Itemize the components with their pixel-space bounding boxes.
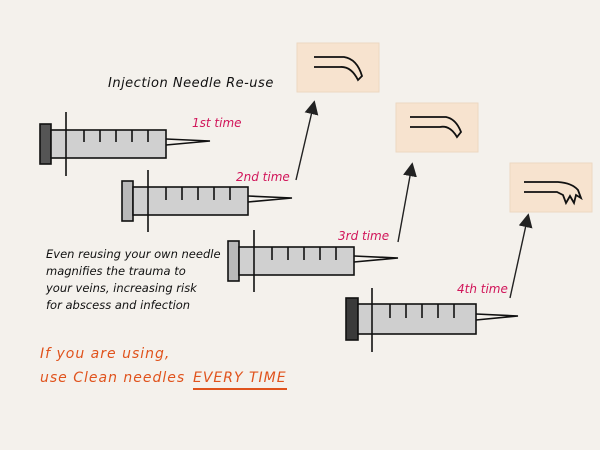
message-line-2: use Clean needles [40, 370, 186, 386]
diagram-title: Injection Needle Re-use [108, 76, 274, 91]
risk-note: Even reusing your own needle magnifies t… [46, 246, 251, 314]
message-emphasis: EVERY TIME [193, 370, 287, 390]
syringe-3rd [227, 230, 399, 292]
label-2nd-time: 2nd time [236, 170, 290, 184]
label-3rd-time: 3rd time [338, 229, 390, 243]
label-4th-time: 4th time [457, 282, 508, 296]
arrow-3 [509, 213, 533, 299]
risk-note-line: your veins, increasing risk [46, 281, 197, 295]
syringe-2nd [121, 170, 293, 232]
arrow-1 [295, 100, 319, 181]
syringe-1st [39, 112, 211, 176]
message-line-1: If you are using, [40, 346, 171, 362]
needle-tip-box-2 [395, 102, 479, 153]
label-1st-time: 1st time [192, 116, 242, 130]
arrow-2 [397, 162, 417, 243]
needle-tip-box-3 [509, 162, 593, 213]
needle-tip-box-1 [296, 42, 380, 93]
risk-note-line: Even reusing your own needle [46, 247, 221, 261]
risk-note-line: for abscess and infection [46, 298, 191, 312]
risk-note-line: magnifies the trauma to [46, 264, 186, 278]
syringe-4th [345, 288, 519, 352]
